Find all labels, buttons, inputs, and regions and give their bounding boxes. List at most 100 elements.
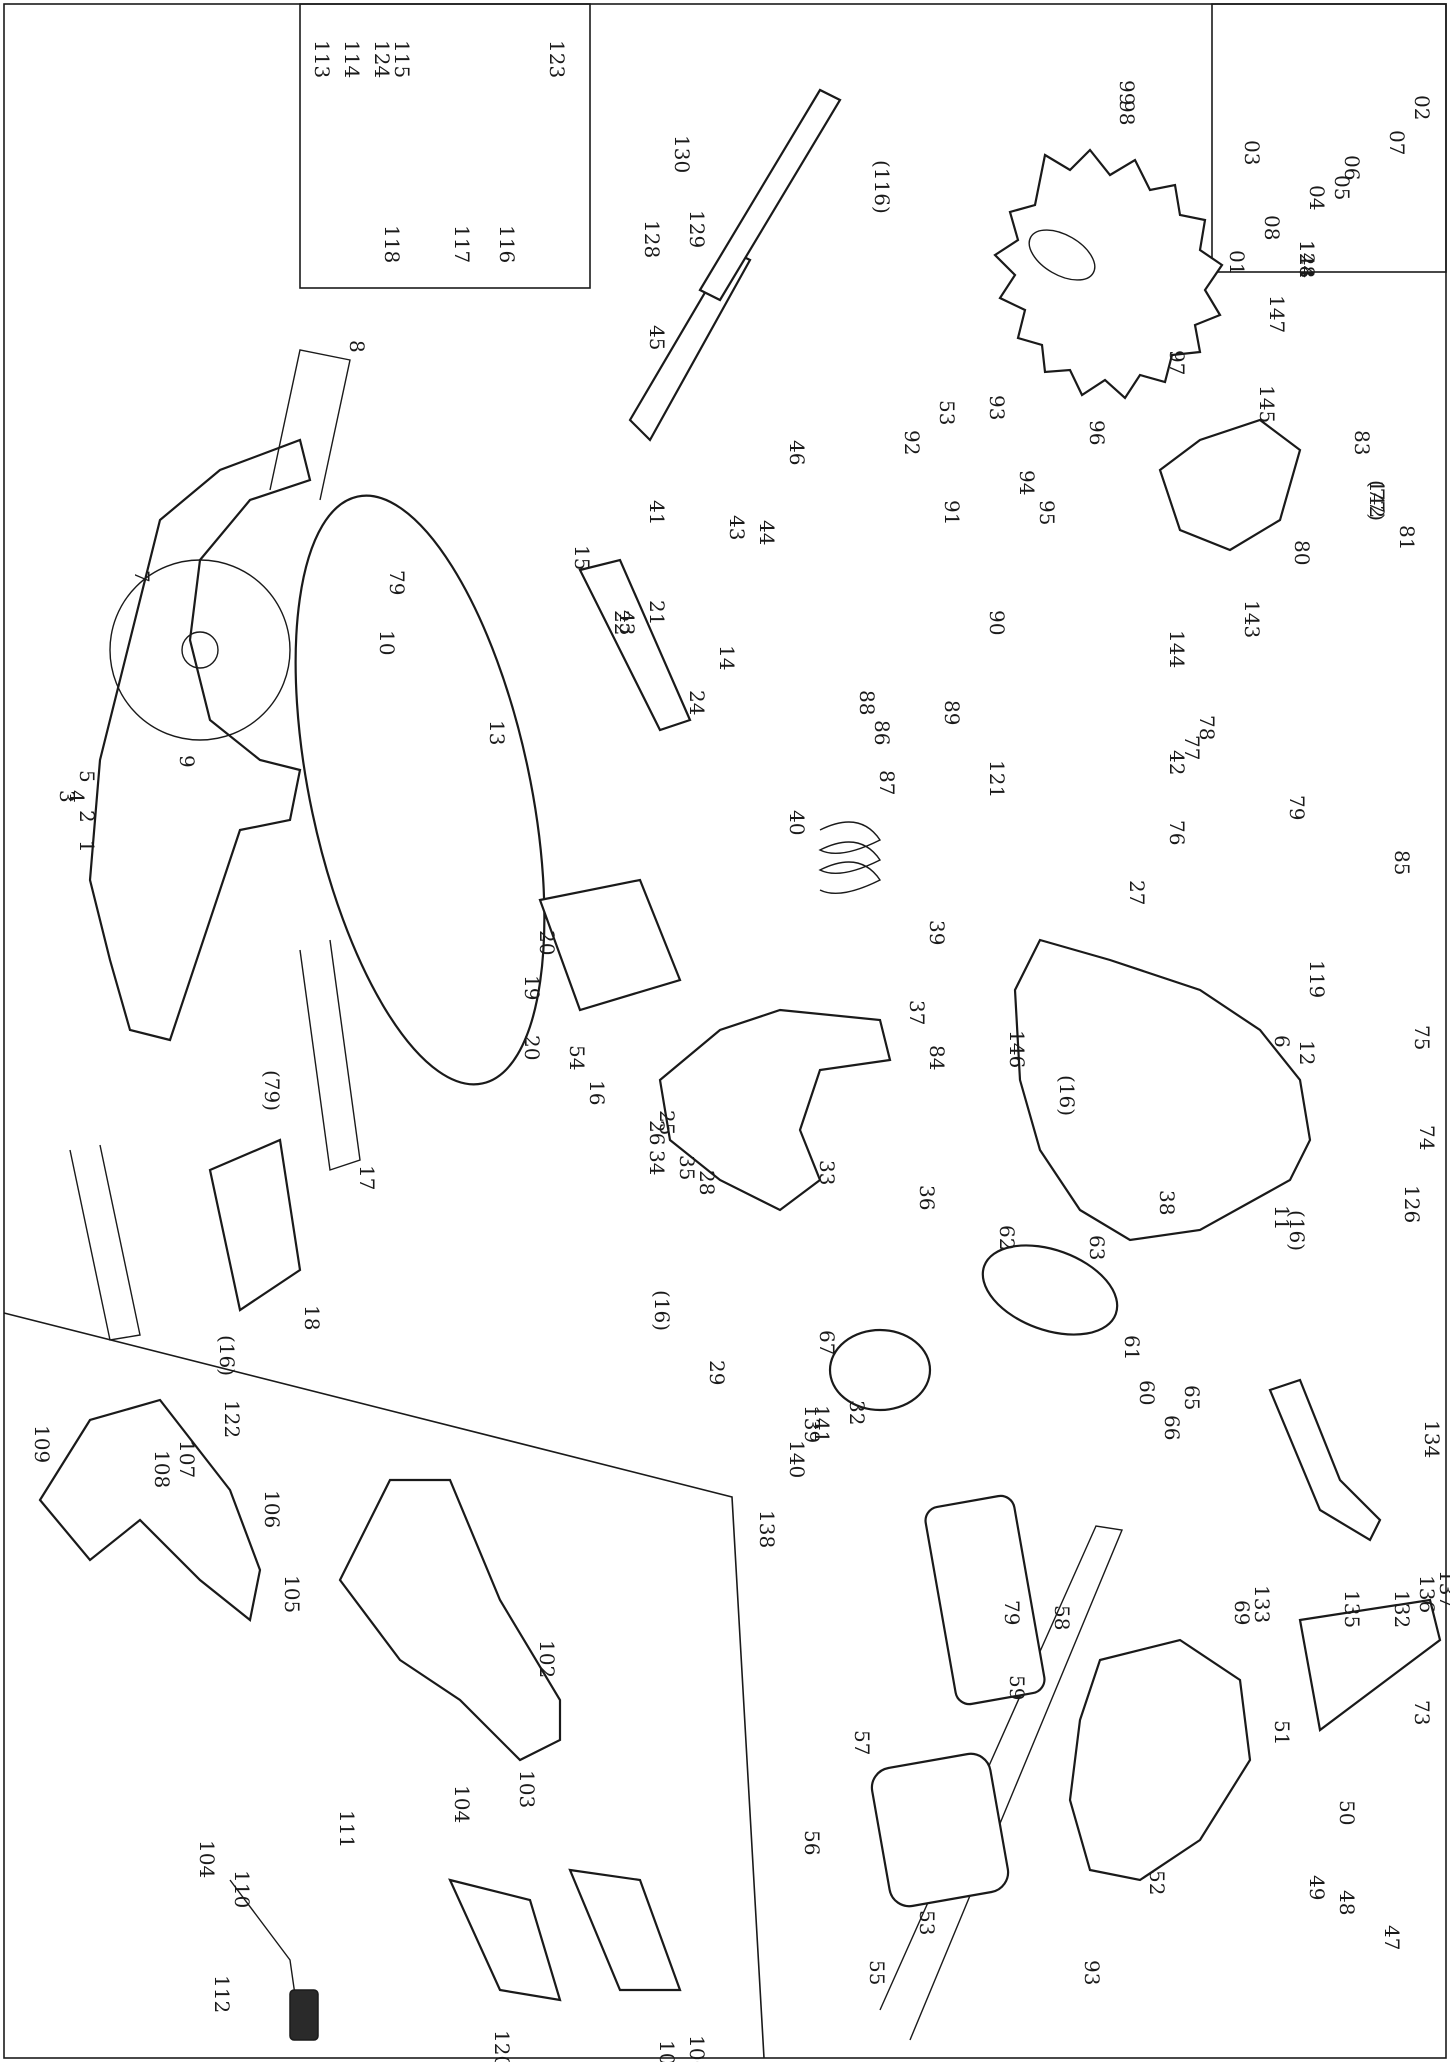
part-label: 129 xyxy=(685,210,709,248)
part-label: 83 xyxy=(1350,430,1374,455)
part-label: 43 xyxy=(725,515,749,540)
part-label: 6 xyxy=(1270,1035,1294,1048)
part-label: (16) xyxy=(1285,1210,1309,1251)
part-label: 44 xyxy=(755,520,779,545)
part-label: 93 xyxy=(985,395,1009,420)
part-label: 18 xyxy=(300,1305,324,1330)
part-label: 59 xyxy=(1005,1675,1029,1700)
ring-60 xyxy=(981,1244,1119,1336)
part-label: 50 xyxy=(1335,1800,1359,1825)
part-label: 80 xyxy=(1290,540,1314,565)
part-label: 41 xyxy=(645,500,669,525)
part-label: 104 xyxy=(450,1785,474,1823)
bar-8 xyxy=(269,349,351,501)
part-label: 101 xyxy=(655,2040,679,2062)
guard-lower-120-101 xyxy=(448,1868,682,2002)
bevel-32 xyxy=(828,1328,932,1412)
part-label: 57 xyxy=(850,1730,874,1755)
part-label: 85 xyxy=(1390,850,1414,875)
part-label: 58 xyxy=(1050,1605,1074,1630)
part-label: 97 xyxy=(1165,350,1189,375)
part-label: 124 xyxy=(370,40,394,78)
part-label: 108 xyxy=(150,1450,174,1488)
part-label: 73 xyxy=(1410,1700,1434,1725)
part-label: 95 xyxy=(1035,500,1059,525)
part-label: 134 xyxy=(1420,1420,1444,1458)
part-label: 1 xyxy=(75,840,99,853)
part-label: 53 xyxy=(915,1910,939,1935)
part-label: 34 xyxy=(645,1150,669,1175)
part-label: 112 xyxy=(210,1975,234,2013)
part-label: 105 xyxy=(280,1575,304,1613)
part-label: 5 xyxy=(75,770,99,783)
part-label: 07 xyxy=(1385,130,1409,155)
lower-guard-143 xyxy=(1158,418,1302,552)
part-label: 126 xyxy=(1400,1185,1424,1223)
part-label: 96 xyxy=(1085,420,1109,445)
part-label: 79 xyxy=(1285,795,1309,820)
part-label: 103 xyxy=(515,1770,539,1808)
part-label: 148 xyxy=(1295,240,1319,278)
part-label: 81 xyxy=(1395,525,1419,550)
part-label: (79) xyxy=(260,1070,284,1111)
part-label: 20 xyxy=(535,930,559,955)
part-label: 32 xyxy=(845,1400,869,1425)
part-label: 78 xyxy=(1195,715,1219,740)
part-label: 100 xyxy=(685,2035,709,2062)
armature-58 xyxy=(924,1494,1046,1706)
turntable-13 xyxy=(294,494,546,1086)
part-label: 10 xyxy=(375,630,399,655)
part-label: 2 xyxy=(75,810,99,823)
part-label: 33 xyxy=(815,1160,839,1185)
part-label: 36 xyxy=(915,1185,939,1210)
part-label: 22 xyxy=(610,610,634,635)
part-label: 74 xyxy=(1415,1125,1439,1150)
part-label: 47 xyxy=(1380,1925,1404,1950)
part-label: 84 xyxy=(925,1045,949,1070)
part-label: 53 xyxy=(935,400,959,425)
part-label: 49 xyxy=(1305,1875,1329,1900)
part-label: 43 xyxy=(615,610,639,635)
part-label: 92 xyxy=(900,430,924,455)
part-label: 42 xyxy=(1165,750,1189,775)
part-label: 08 xyxy=(1260,215,1284,240)
part-label: 04 xyxy=(1305,185,1329,210)
part-label: 146 xyxy=(1005,1030,1029,1068)
part-label: 143 xyxy=(1240,600,1264,638)
part-label: 8 xyxy=(345,340,369,353)
arm-bracket-25 xyxy=(658,1008,892,1212)
part-label: 109 xyxy=(30,1425,54,1463)
part-label: 38 xyxy=(1155,1190,1179,1215)
part-label: 05 xyxy=(1330,175,1354,200)
spring-40 xyxy=(818,821,882,895)
part-label: 45 xyxy=(645,325,669,350)
part-label: 147 xyxy=(1265,295,1289,333)
part-label: 14 xyxy=(715,645,739,670)
part-label: 02 xyxy=(1410,95,1434,120)
part-label: 03 xyxy=(1240,140,1264,165)
part-label: 144 xyxy=(1165,630,1189,668)
part-label: (116) xyxy=(870,160,894,214)
bar-left-extension xyxy=(69,1144,141,1341)
part-label: 75 xyxy=(1410,1025,1434,1050)
inset-box-top-left xyxy=(299,3,591,289)
part-label: 79 xyxy=(385,570,409,595)
part-label: 17 xyxy=(355,1165,379,1190)
part-label: (16) xyxy=(650,1290,674,1331)
part-label: 130 xyxy=(670,135,694,173)
cord-112 xyxy=(229,1879,319,2041)
inset-box-top-right xyxy=(1211,3,1447,273)
part-label: 128 xyxy=(640,220,664,258)
part-label: 48 xyxy=(1335,1890,1359,1915)
part-label: 35 xyxy=(675,1155,699,1180)
part-label: 91 xyxy=(940,500,964,525)
part-label: 94 xyxy=(1015,470,1039,495)
handle-right-103 xyxy=(338,1478,562,1762)
part-label: 19 xyxy=(520,975,544,1000)
part-label: 79 xyxy=(1000,1600,1024,1625)
part-label: 28 xyxy=(695,1170,719,1195)
part-label: 117 xyxy=(450,225,474,263)
part-label: 39 xyxy=(925,920,949,945)
